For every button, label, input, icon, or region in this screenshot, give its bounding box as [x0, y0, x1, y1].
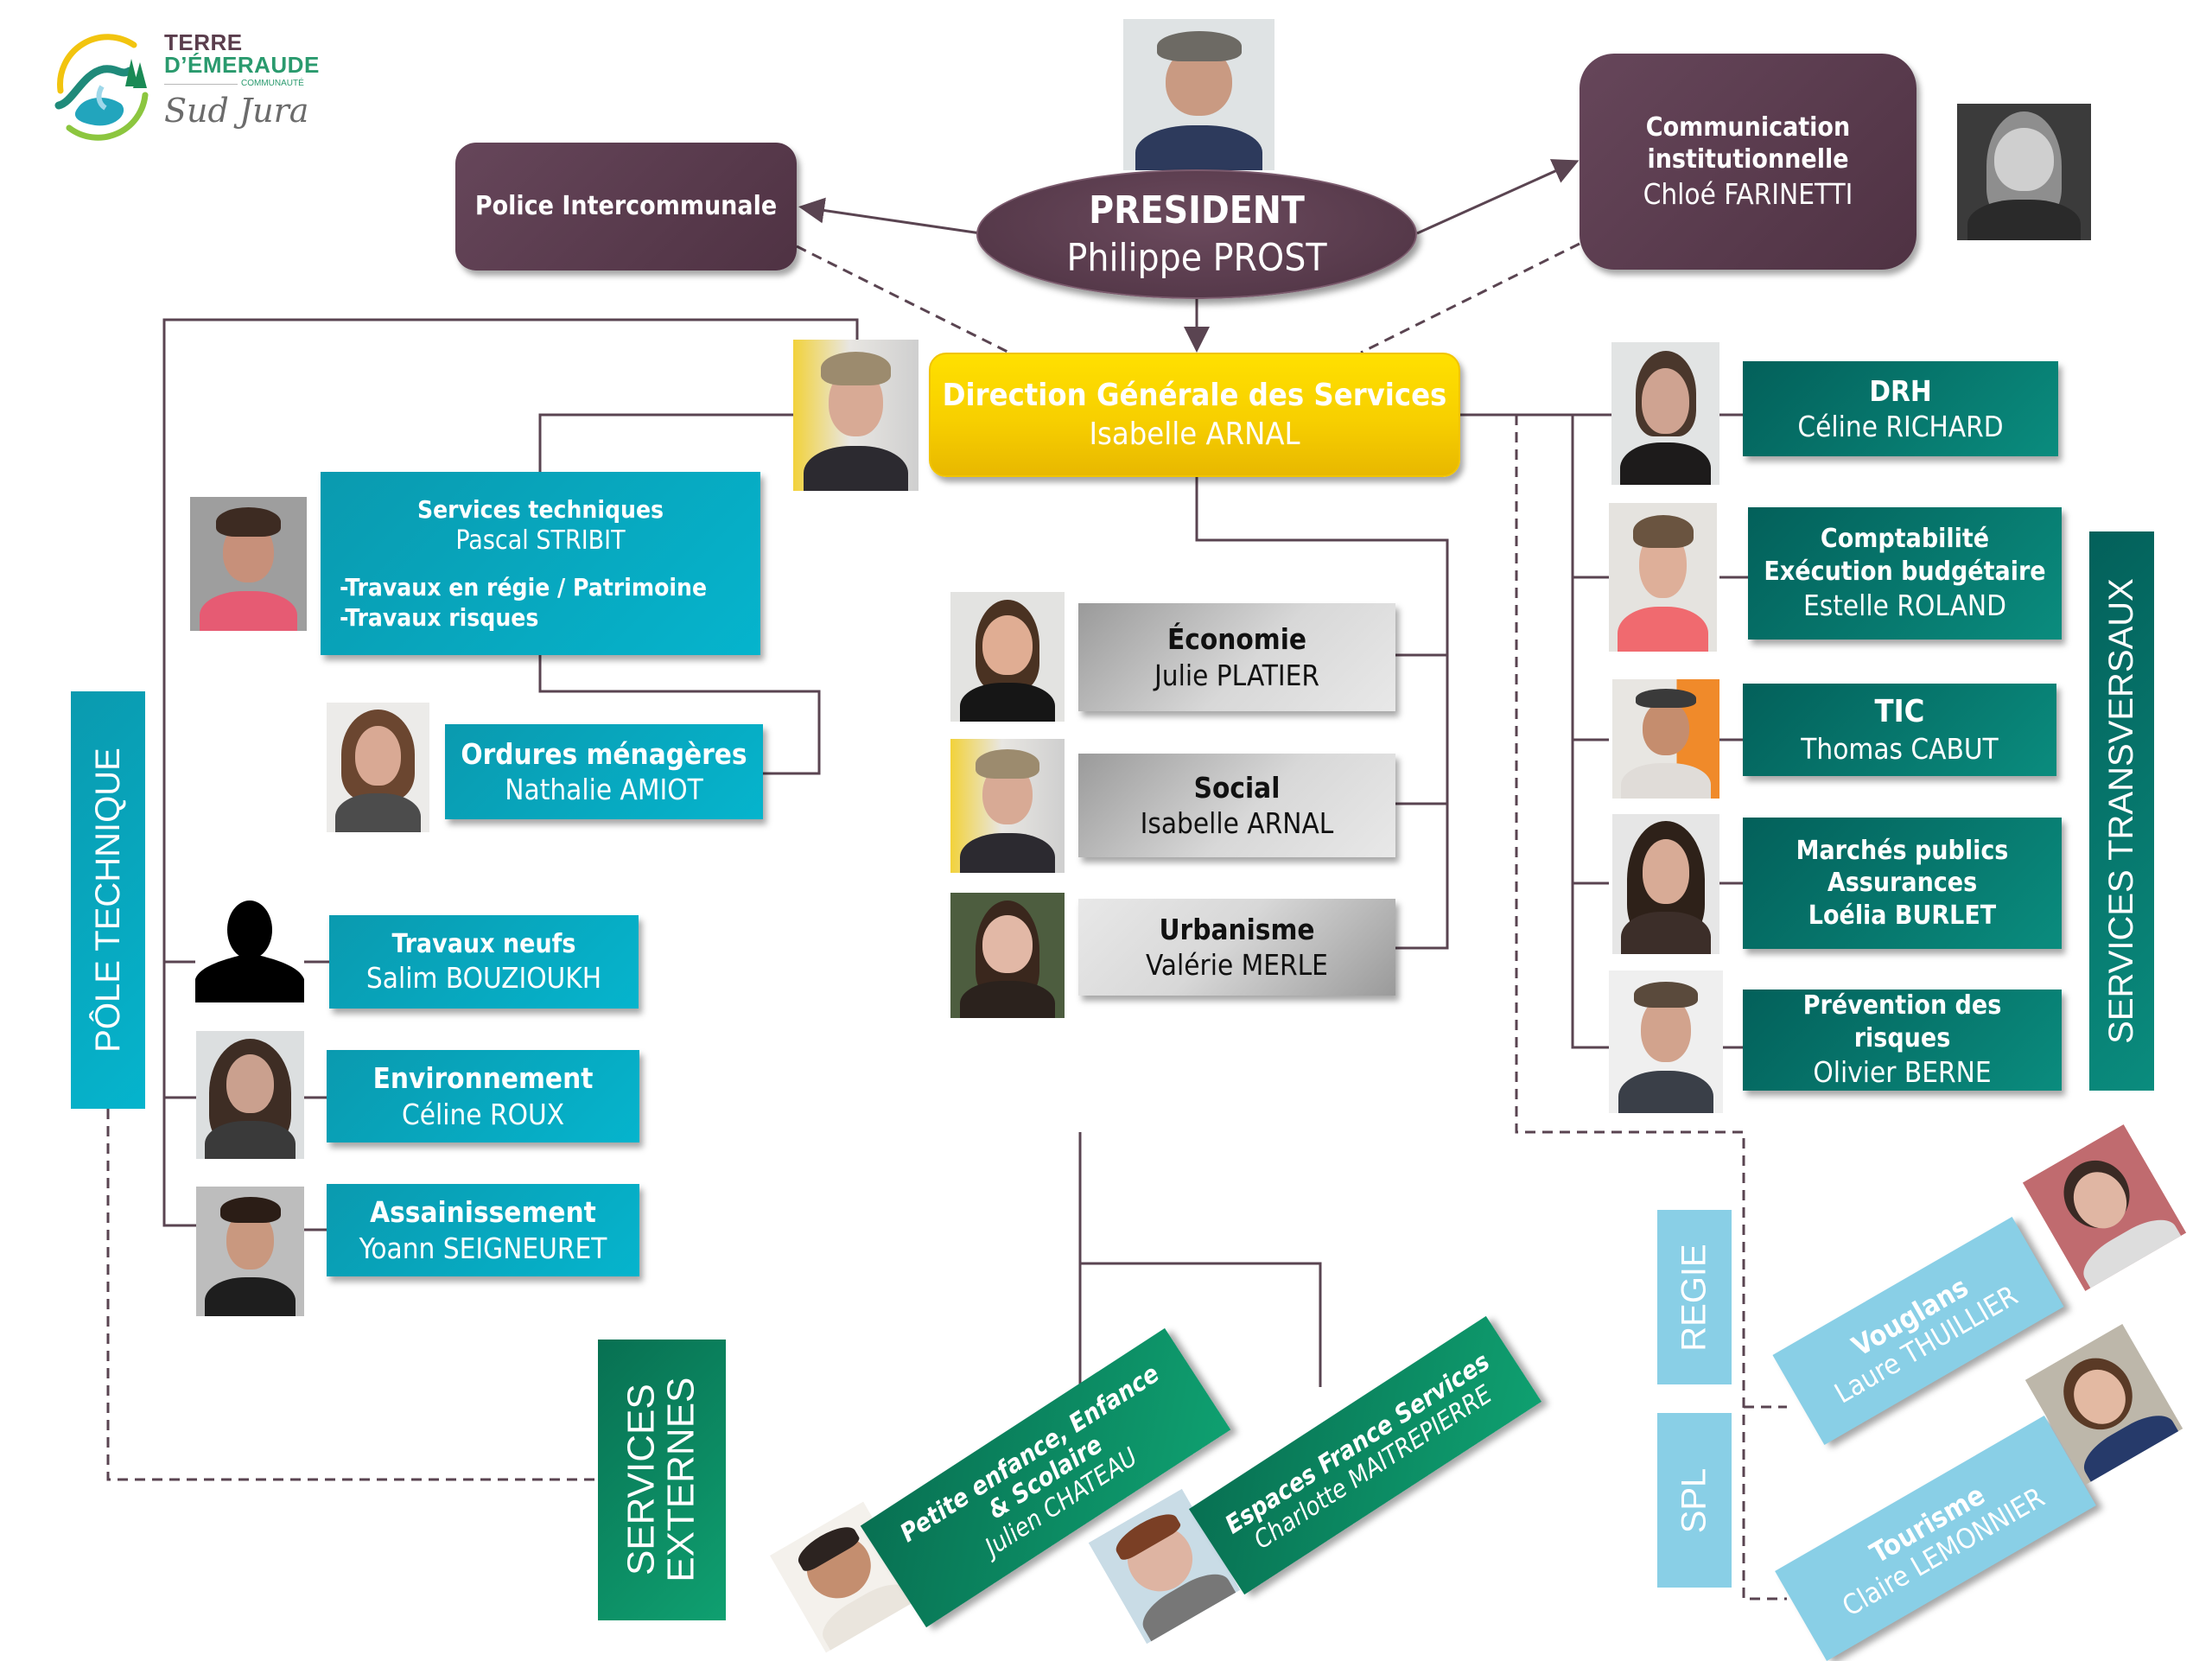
comptabilite-photo [1609, 503, 1717, 652]
police-node[interactable]: Police Intercommunale [455, 143, 797, 270]
president-name: Philippe PROST [1066, 236, 1327, 280]
assainissement-node[interactable]: Assainissement Yoann SEIGNEURET [327, 1184, 639, 1276]
transversal-title: Assurances [1827, 868, 1978, 899]
environnement-photo [196, 1031, 304, 1159]
services-techniques-item: -Travaux en régie / Patrimoine [340, 573, 708, 602]
central-service-title: Urbanisme [1159, 912, 1315, 946]
economie-photo [950, 592, 1065, 722]
president-photo [1123, 19, 1274, 170]
transversal-drh[interactable]: DRH Céline RICHARD [1743, 361, 2058, 456]
line-dgs-services-techniques [538, 413, 793, 472]
ordures-title: Ordures ménagères [461, 736, 747, 771]
drh-photo [1611, 342, 1719, 485]
transversal-name: Loélia BURLET [1808, 900, 1997, 931]
prevention-photo [1609, 971, 1723, 1113]
line-st-ordures [538, 655, 821, 775]
transversal-prevention[interactable]: Prévention des risques Olivier BERNE [1743, 990, 2062, 1091]
assainissement-title: Assainissement [370, 1195, 596, 1230]
logo-icon [54, 34, 149, 141]
central-service-title: Économie [1166, 622, 1307, 657]
services-transversaux-label: SERVICES TRANSVERSAUX [2089, 531, 2154, 1091]
logo-text-sud-jura: Sud Jura [164, 92, 309, 130]
transversal-title: Marchés publics [1796, 835, 2009, 866]
transversal-title: Comptabilité [1820, 524, 1990, 555]
dgs-title: Direction Générale des Services [942, 378, 1447, 413]
president-node[interactable]: PRESIDENT Philippe PROST [976, 169, 1417, 299]
ordures-name: Nathalie AMIOT [505, 773, 703, 806]
assainissement-name: Yoann SEIGNEURET [359, 1231, 607, 1265]
dgs-node[interactable]: Direction Générale des Services Isabelle… [929, 353, 1460, 477]
services-techniques-item: -Travaux risques [340, 603, 539, 633]
central-service-name: Isabelle ARNAL [1140, 806, 1334, 840]
line-dgs-central [1195, 477, 1449, 950]
logo-text-terre: TERRE [164, 29, 243, 55]
transversal-comptabilite[interactable]: Comptabilité Exécution budgétaire Estell… [1748, 507, 2062, 640]
travaux-neufs-title: Travaux neufs [391, 928, 576, 959]
central-service-name: Valérie MERLE [1146, 948, 1328, 982]
transversal-title: TIC [1874, 694, 1925, 730]
communication-title-2: institutionnelle [1647, 144, 1849, 175]
line-dgs-transversaux [1460, 413, 1609, 1049]
travaux-neufs-name: Salim BOUZIOUKH [365, 961, 602, 996]
logo-divider [164, 84, 238, 85]
transversal-name: Thomas CABUT [1801, 732, 1999, 767]
services-techniques-title: Services techniques [416, 494, 664, 524]
communication-node[interactable]: Communication institutionnelle Chloé FAR… [1580, 54, 1916, 270]
dashed-pole-externes [106, 1109, 598, 1481]
social-photo [950, 739, 1065, 873]
dashed-communication-dgs [1360, 242, 1580, 354]
police-title: Police Intercommunale [474, 191, 778, 222]
transversal-title: DRH [1869, 373, 1932, 408]
urbanisme-photo [950, 893, 1065, 1018]
transversal-title: risques [1853, 1022, 1951, 1053]
central-service-name: Julie PLATIER [1154, 658, 1319, 692]
logo-text-communaute: COMMUNAUTÉ [241, 79, 304, 88]
tic-photo [1612, 679, 1719, 799]
environnement-node[interactable]: Environnement Céline ROUX [327, 1050, 639, 1142]
marches-photo [1612, 814, 1719, 954]
logo-text-emeraude: D’ÉMERAUDE [164, 52, 320, 78]
regie-label: REGIE [1657, 1210, 1732, 1384]
arrow-president-communication [1416, 159, 1580, 235]
services-techniques-photo [190, 497, 307, 631]
environnement-title: Environnement [372, 1061, 594, 1096]
transversal-name: Estelle ROLAND [1803, 589, 2006, 623]
travaux-neufs-node[interactable]: Travaux neufs Salim BOUZIOUKH [329, 915, 639, 1009]
dashed-dgs-regie [1515, 415, 1787, 1601]
president-title: PRESIDENT [1089, 188, 1305, 232]
transversal-name: Céline RICHARD [1797, 410, 2004, 443]
arrow-president-police [798, 197, 982, 235]
central-service-title: Social [1193, 770, 1281, 805]
central-service-economie[interactable]: Économie Julie PLATIER [1078, 603, 1395, 711]
central-service-urbanisme[interactable]: Urbanisme Valérie MERLE [1078, 899, 1395, 996]
transversal-marches[interactable]: Marchés publics Assurances Loélia BURLET [1743, 818, 2062, 949]
assainissement-photo [196, 1187, 304, 1316]
pole-technique-label: PÔLE TECHNIQUE [71, 691, 145, 1109]
ordures-photo [327, 703, 429, 832]
dgs-name: Isabelle ARNAL [1089, 417, 1300, 452]
dgs-photo [793, 340, 918, 491]
ordures-node[interactable]: Ordures ménagères Nathalie AMIOT [445, 724, 763, 819]
central-service-social[interactable]: Social Isabelle ARNAL [1078, 754, 1395, 857]
communication-title-1: Communication [1645, 111, 1851, 143]
transversal-title: Exécution budgétaire [1764, 556, 2046, 587]
communication-photo [1957, 104, 2091, 240]
services-techniques-node[interactable]: Services techniques Pascal STRIBIT -Trav… [321, 472, 760, 655]
communication-name: Chloé FARINETTI [1643, 176, 1853, 211]
dashed-police-dgs [796, 245, 1010, 354]
spl-label: SPL [1657, 1413, 1732, 1588]
transversal-name: Olivier BERNE [1813, 1055, 1992, 1090]
person-silhouette-icon [195, 901, 304, 1002]
line-dgs-pole-technique [162, 318, 859, 1227]
transversal-tic[interactable]: TIC Thomas CABUT [1743, 684, 2056, 776]
environnement-name: Céline ROUX [401, 1097, 565, 1131]
services-techniques-name: Pascal STRIBIT [455, 525, 626, 556]
transversal-title: Prévention des [1802, 990, 2002, 1021]
